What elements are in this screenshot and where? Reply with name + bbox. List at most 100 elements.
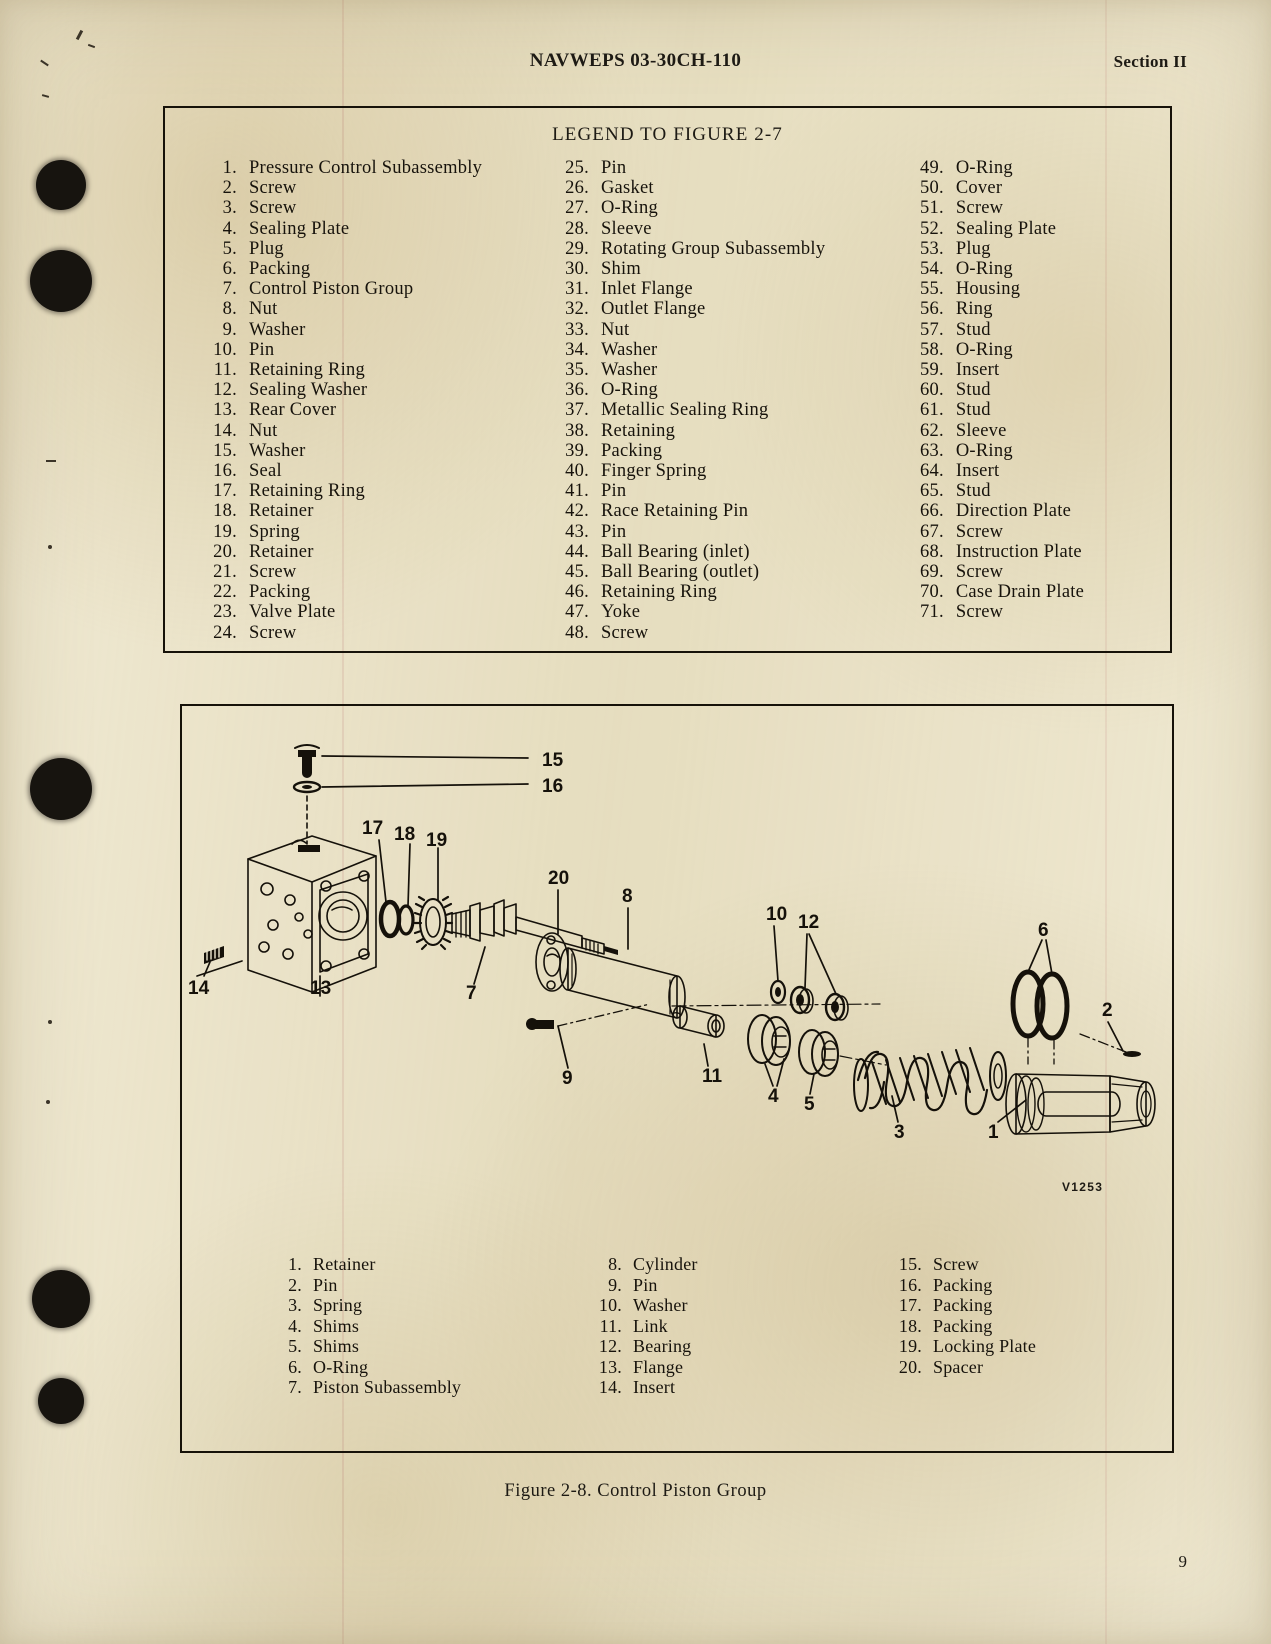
part-shims-4	[747, 1014, 791, 1066]
page-header: NAVWEPS 03-30CH-110 Section II	[0, 50, 1271, 76]
legend-item: 36.O-Ring	[553, 380, 908, 400]
callout-7: 7	[466, 983, 477, 1004]
legend-item: 62.Sleeve	[908, 421, 1162, 441]
callout-9: 9	[562, 1068, 573, 1089]
legend-item-number: 26.	[565, 178, 589, 199]
legend-item: 39.Packing	[553, 441, 908, 461]
legend-item-number: 61.	[919, 400, 944, 421]
legend-item: 31.Inlet Flange	[553, 279, 908, 299]
figure-legend-number: 12.	[598, 1336, 622, 1356]
legend-item: 40.Finger Spring	[553, 461, 908, 481]
legend-item: 43.Pin	[553, 522, 908, 542]
drawing-number: V1253	[1062, 1180, 1104, 1194]
legend-item: 70.Case Drain Plate	[908, 582, 1162, 602]
legend-item-number: 46.	[565, 582, 589, 603]
legend-item: 25.Pin	[553, 158, 908, 178]
part-bearing-12	[789, 985, 849, 1022]
legend-item-label: Race Retaining Pin	[600, 501, 749, 522]
legend-item-label: Stud	[955, 319, 991, 340]
legend-item-number: 8.	[222, 299, 237, 320]
figure-legend-label: O-Ring	[313, 1356, 369, 1377]
legend-item-label: Stud	[955, 481, 991, 502]
figure-legend-item: 18.Packing	[888, 1316, 1128, 1337]
part-packing-17	[378, 899, 402, 939]
figure-legend-number: 19.	[898, 1336, 922, 1356]
punch-hole-2	[30, 250, 92, 312]
legend-item-label: O-Ring	[955, 259, 1013, 280]
legend-item-label: Screw	[600, 622, 649, 643]
figure-legend-item: 13.Flange	[588, 1357, 888, 1378]
legend-title: LEGEND TO FIGURE 2-7	[552, 124, 783, 145]
legend-item-label: Screw	[249, 622, 297, 643]
legend-item: 22.Packing	[201, 582, 553, 602]
figure-legend-number: 5.	[288, 1336, 302, 1356]
legend-item-label: Retaining Ring	[600, 582, 717, 603]
callout-17: 17	[362, 818, 383, 839]
legend-item: 24.Screw	[201, 623, 553, 643]
legend-item: 37.Metallic Sealing Ring	[553, 400, 908, 420]
figure-legend-item: 17.Packing	[888, 1295, 1128, 1316]
legend-item-number: 2.	[222, 178, 237, 199]
legend-item-label: Pin	[600, 158, 627, 178]
figure-legend-label: Link	[633, 1315, 668, 1336]
legend-item: 54.O-Ring	[908, 259, 1162, 279]
legend-item-label: Stud	[955, 400, 991, 421]
figure-legend-label: Flange	[633, 1356, 684, 1377]
legend-item-number: 65.	[919, 481, 944, 502]
legend-item-label: Nut	[249, 299, 278, 320]
legend-item: 51.Screw	[908, 198, 1162, 218]
figure-legend-item: 4.Shims	[268, 1316, 588, 1337]
legend-item-number: 32.	[565, 299, 589, 320]
legend-item-label: Metallic Sealing Ring	[600, 400, 769, 421]
legend-item-label: Retainer	[249, 541, 314, 562]
legend-item-label: Nut	[249, 420, 278, 441]
legend-item: 53.Plug	[908, 239, 1162, 259]
legend-item-number: 35.	[565, 360, 589, 381]
callout-12: 12	[798, 912, 819, 933]
callout-1: 1	[988, 1122, 999, 1143]
legend-item: 46. Retaining Ring	[553, 582, 908, 602]
legend-item-number: 50.	[919, 178, 944, 199]
legend-column-2: 25.Pin 26.Gasket 27.O-Ring 28.Sleeve 29.…	[553, 158, 908, 643]
figure-legend-number: 11.	[599, 1315, 622, 1336]
legend-item: 30.Shim	[553, 259, 908, 279]
legend-item-label: Ball Bearing (inlet)	[600, 541, 750, 562]
legend-item: 28.Sleeve	[553, 219, 908, 239]
legend-item: 6.Packing	[201, 259, 553, 279]
part-locking-plate-19	[413, 895, 454, 951]
figure-legend-label: Retainer	[313, 1254, 376, 1274]
legend-item: 5.Plug	[201, 239, 553, 259]
exploded-view-drawing: 15 16 17 18 19 14 13 7 20 8 9 11 10 12 4…	[180, 704, 1170, 1449]
figure-box: 1.Retainer 2.Pin 3.Spring 4.Shims 5.Shim…	[180, 704, 1174, 1453]
figure-legend-number: 18.	[898, 1315, 922, 1336]
legend-item-number: 40.	[565, 461, 589, 482]
legend-item: 34.Washer	[553, 340, 908, 360]
figure-legend-item: 10.Washer	[588, 1295, 888, 1316]
legend-item-number: 48.	[565, 622, 589, 643]
legend-item-number: 66.	[919, 501, 944, 522]
scan-speck	[46, 1100, 50, 1104]
legend-item-label: O-Ring	[955, 339, 1013, 360]
legend-item-number: 68.	[919, 541, 944, 562]
figure-legend-item: 3.Spring	[268, 1295, 588, 1316]
legend-item-label: Retaining	[600, 420, 676, 441]
figure-legend-number: 10.	[598, 1295, 622, 1315]
figure-legend-number: 3.	[288, 1295, 302, 1315]
callout-16: 16	[542, 776, 563, 797]
legend-item-label: Screw	[955, 521, 1004, 542]
legend-item-number: 33.	[565, 319, 589, 340]
figure-caption: Figure 2-8. Control Piston Group	[504, 1481, 767, 1501]
part-link-11	[671, 1005, 725, 1038]
legend-item-number: 52.	[919, 218, 944, 239]
figure-legend-item: 12.Bearing	[588, 1336, 888, 1357]
legend-item: 42.Race Retaining Pin	[553, 501, 908, 521]
callout-10: 10	[766, 904, 787, 925]
legend-item-number: 51.	[919, 198, 944, 219]
legend-item: 10.Pin	[201, 340, 553, 360]
legend-item-label: Pin	[249, 339, 275, 360]
scan-speck	[75, 29, 84, 41]
legend-box: LEGEND TO FIGURE 2-7 1.Pressure Control …	[163, 106, 1172, 653]
legend-item-label: Insert	[955, 461, 1000, 482]
part-screw-15	[294, 744, 320, 778]
legend-item-label: Gasket	[600, 178, 654, 199]
